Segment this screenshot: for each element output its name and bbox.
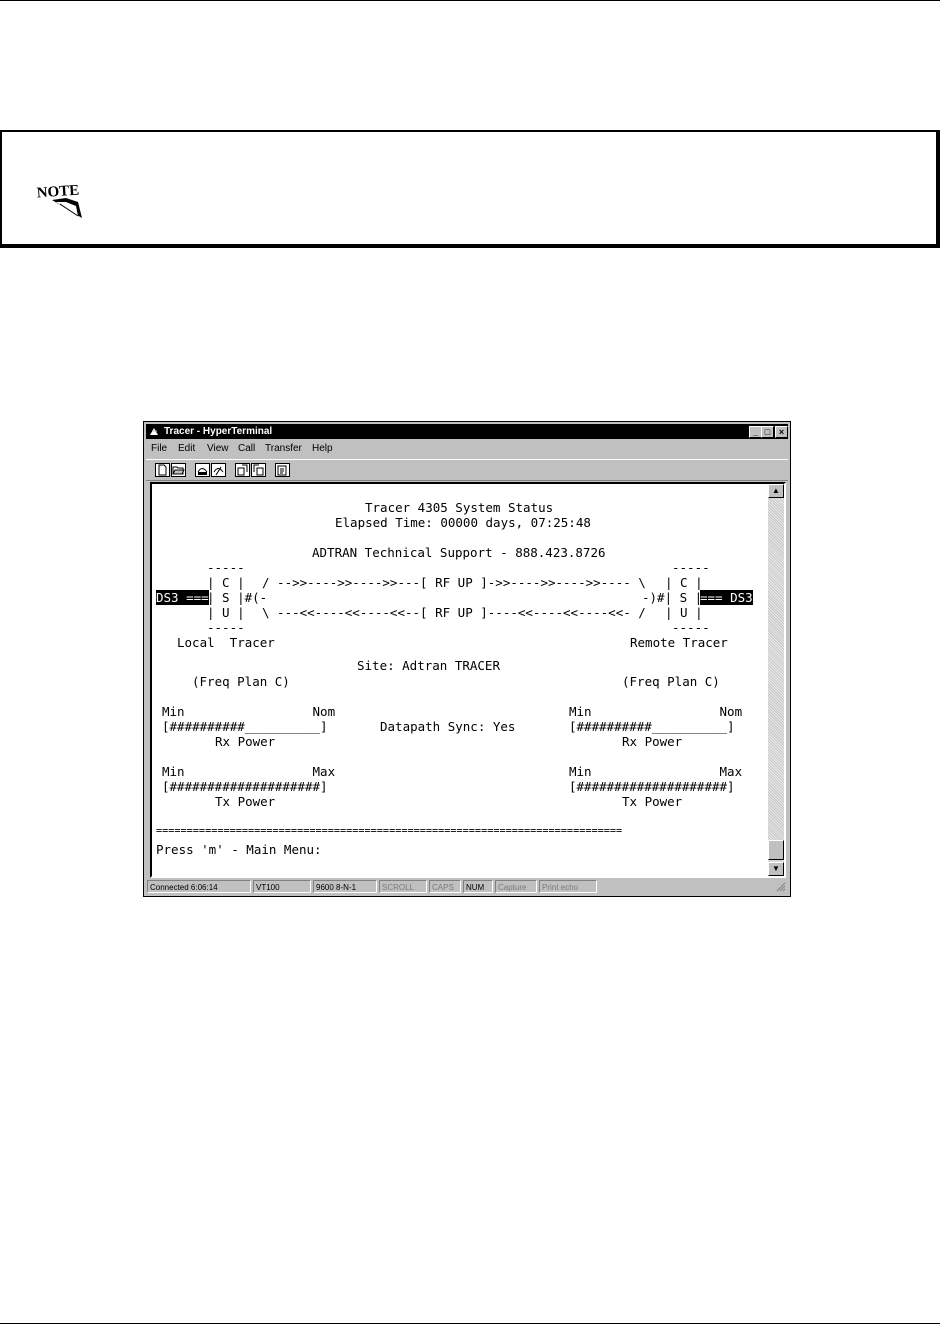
csu-c-right: | C | xyxy=(665,575,703,590)
csu-top-left: ----- xyxy=(207,560,245,575)
menu-file[interactable]: File xyxy=(151,443,168,454)
hyperterminal-window: Tracer - HyperTerminal _ □ × File Edit V… xyxy=(143,421,791,897)
receive-icon[interactable] xyxy=(251,463,266,477)
menu-edit[interactable]: Edit xyxy=(178,443,196,454)
rf-link-lower: \ ---<<----<<----<<--[ RF UP ]----<<----… xyxy=(262,605,646,620)
maximize-button[interactable]: □ xyxy=(761,426,774,438)
tx-scale-right: Min Max xyxy=(569,764,743,779)
minimize-button[interactable]: _ xyxy=(749,426,762,438)
tx-bar-left: [####################] xyxy=(162,779,328,794)
tx-label-left: Tx Power xyxy=(215,794,276,809)
tx-bar-right: [####################] xyxy=(569,779,735,794)
status-caps: CAPS xyxy=(429,880,461,893)
status-scroll: SCROLL xyxy=(379,880,427,893)
status-emulation: VT100 xyxy=(253,880,311,893)
new-icon[interactable] xyxy=(155,463,170,477)
status-num: NUM xyxy=(463,880,493,893)
status-print-echo: Print echo xyxy=(539,880,597,893)
scroll-thumb[interactable] xyxy=(768,840,784,860)
open-icon[interactable] xyxy=(171,463,186,477)
hyperterminal-app-icon xyxy=(149,426,160,437)
disconnect-icon[interactable] xyxy=(211,463,226,477)
toolbar xyxy=(146,459,788,481)
tx-label-right: Tx Power xyxy=(622,794,683,809)
datapath-sync: Datapath Sync: Yes xyxy=(380,719,516,734)
window-title: Tracer - HyperTerminal xyxy=(164,426,273,437)
ds3-right-label: === DS3 xyxy=(700,590,753,605)
ds3-left-label: DS3 === xyxy=(156,590,209,605)
note-box: NOTE xyxy=(0,130,940,248)
menu-bar: File Edit View Call Transfer Help xyxy=(146,441,788,457)
status-connected: Connected 6:06:14 xyxy=(147,880,251,893)
rf-link-upper: / -->>---->>---->>---[ RF UP ]->>---->>-… xyxy=(262,575,646,590)
csu-u-right: | U | xyxy=(665,605,703,620)
properties-icon[interactable] xyxy=(275,463,290,477)
freq-plan-right: (Freq Plan C) xyxy=(622,674,720,689)
csu-top-right: ----- xyxy=(672,560,710,575)
status-bar: Connected 6:06:14 VT100 9600 8-N-1 SCROL… xyxy=(146,880,788,894)
status-baud: 9600 8-N-1 xyxy=(313,880,377,893)
main-menu-prompt[interactable]: Press 'm' - Main Menu: xyxy=(156,842,322,857)
csu-s-right: -)#| S | xyxy=(642,590,703,605)
csu-c-left: | C | xyxy=(207,575,245,590)
csu-u-left: | U | xyxy=(207,605,245,620)
separator-line: ========================================… xyxy=(156,826,623,837)
resize-grip-icon[interactable] xyxy=(776,882,786,892)
rx-bar-right: [##########__________] xyxy=(569,719,735,734)
tx-scale-left: Min Max xyxy=(162,764,336,779)
footer-rule xyxy=(0,1323,940,1324)
send-icon[interactable] xyxy=(235,463,250,477)
support-line: ADTRAN Technical Support - 888.423.8726 xyxy=(312,545,606,560)
connect-icon[interactable] xyxy=(195,463,210,477)
site-name: Site: Adtran TRACER xyxy=(357,658,500,673)
menu-view[interactable]: View xyxy=(207,443,229,454)
rx-scale-right: Min Nom xyxy=(569,704,743,719)
menu-call[interactable]: Call xyxy=(238,443,256,454)
rx-label-right: Rx Power xyxy=(622,734,683,749)
rx-scale-left: Min Nom xyxy=(162,704,336,719)
terminal-frame: Tracer 4305 System Status Elapsed Time: … xyxy=(150,482,786,878)
remote-tracer-label: Remote Tracer xyxy=(630,635,728,650)
csu-bottom-right: ----- xyxy=(672,620,710,635)
status-capture: Capture xyxy=(495,880,537,893)
vertical-scrollbar[interactable]: ▲ ▼ xyxy=(768,484,784,876)
csu-bottom-left: ----- xyxy=(207,620,245,635)
note-icon: NOTE xyxy=(32,172,92,222)
title-bar[interactable]: Tracer - HyperTerminal _ □ × xyxy=(146,424,788,439)
svg-text:NOTE: NOTE xyxy=(36,183,80,202)
scroll-down-icon[interactable]: ▼ xyxy=(768,862,784,876)
elapsed-time: Elapsed Time: 00000 days, 07:25:48 xyxy=(335,515,591,530)
local-tracer-label: Local Tracer xyxy=(177,635,275,650)
scroll-up-icon[interactable]: ▲ xyxy=(768,484,784,498)
menu-transfer[interactable]: Transfer xyxy=(265,443,302,454)
close-button[interactable]: × xyxy=(775,426,788,438)
rx-bar-left: [##########__________] xyxy=(162,719,328,734)
menu-help[interactable]: Help xyxy=(312,443,333,454)
terminal-screen[interactable]: Tracer 4305 System Status Elapsed Time: … xyxy=(155,486,767,874)
csu-s-left: | S |#(- xyxy=(207,590,268,605)
status-title: Tracer 4305 System Status xyxy=(365,500,554,515)
rx-label-left: Rx Power xyxy=(215,734,276,749)
header-rule xyxy=(0,0,940,1)
freq-plan-left: (Freq Plan C) xyxy=(192,674,290,689)
